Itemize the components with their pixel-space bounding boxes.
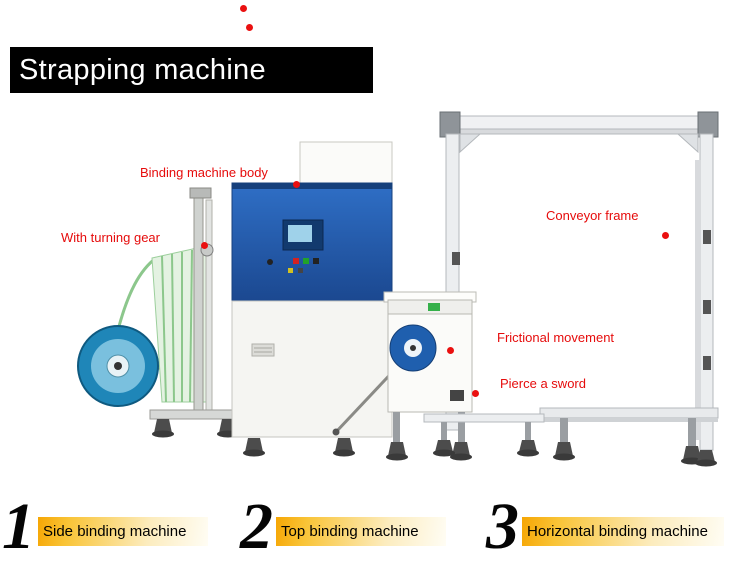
callout-dot-with-turning-gear <box>201 242 208 249</box>
callout-pierce-a-sword: Pierce a sword <box>500 376 586 391</box>
strap-coil-stand-drawing <box>77 187 243 438</box>
callout-binding-machine-body: Binding machine body <box>140 165 268 180</box>
binding-machine-drawing <box>231 141 402 457</box>
feature-label-1: Side binding machine <box>43 523 187 540</box>
strapping-head-drawing <box>383 291 545 461</box>
feature-number-2: 2 <box>240 490 273 563</box>
callout-dot-pierce-a-sword <box>472 390 479 397</box>
feature-item-3: 3 Horizontal binding machine <box>486 494 724 560</box>
feature-number-3: 3 <box>486 490 519 563</box>
page-title: Strapping machine <box>19 53 266 86</box>
feature-label-2: Top binding machine <box>281 523 419 540</box>
feature-label-bar: Top binding machine <box>276 517 446 546</box>
decoration-dot <box>246 24 253 31</box>
callout-conveyor-frame: Conveyor frame <box>546 208 639 223</box>
callout-with-turning-gear: With turning gear <box>61 230 160 245</box>
decoration-dot <box>240 5 247 12</box>
callout-dot-frictional-movement <box>447 347 454 354</box>
callout-frictional-movement: Frictional movement <box>497 330 615 345</box>
feature-number-1: 1 <box>2 490 35 563</box>
feature-label-bar: Horizontal binding machine <box>522 517 724 546</box>
callout-dot-binding-machine-body <box>293 181 300 188</box>
feature-item-2: 2 Top binding machine <box>240 494 446 560</box>
conveyor-frame-drawing <box>439 111 719 467</box>
feature-label-3: Horizontal binding machine <box>527 523 708 540</box>
feature-item-1: 1 Side binding machine <box>2 494 208 560</box>
title-banner: Strapping machine <box>10 47 373 93</box>
callout-dot-conveyor-frame <box>662 232 669 239</box>
feature-label-bar: Side binding machine <box>38 517 208 546</box>
